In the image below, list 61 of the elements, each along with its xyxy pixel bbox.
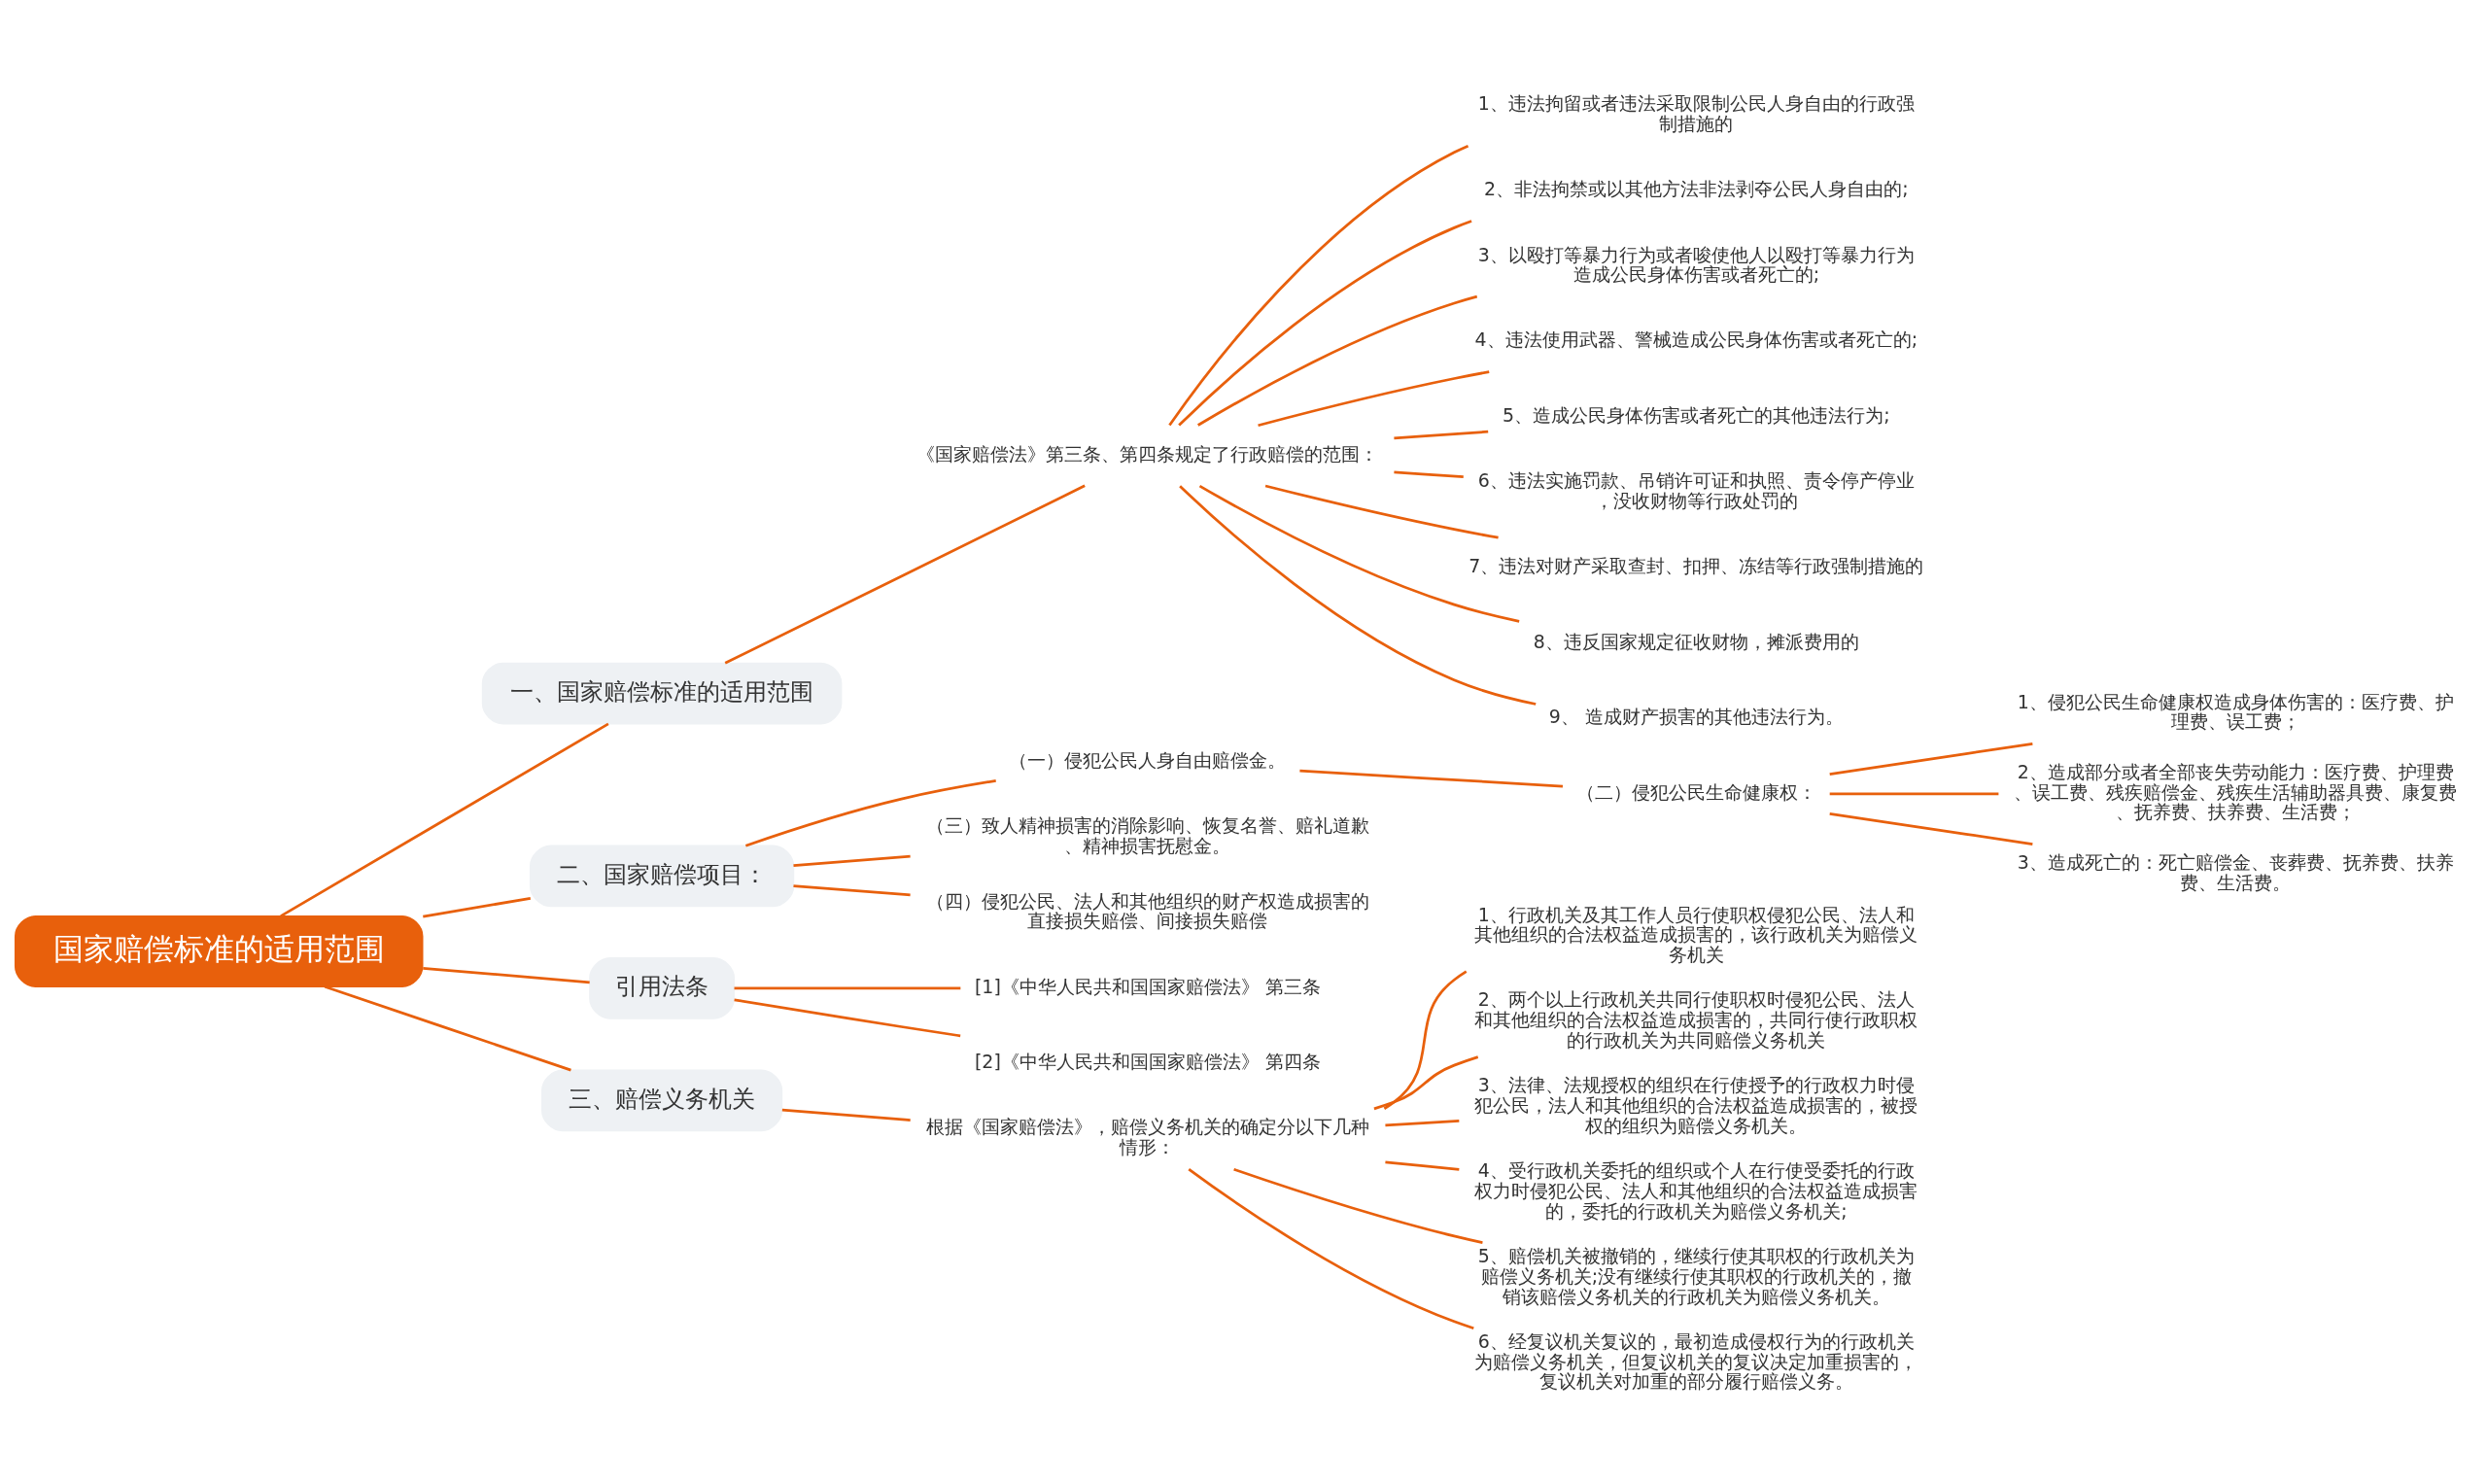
connector: [1198, 484, 1520, 623]
node-text: 9、 造成财产损害的其他违法行为。: [1548, 706, 1844, 728]
connector: [280, 722, 609, 917]
node-text: 根据《国家赔偿法》，赔偿义务机关的确定分以下几种情形：: [925, 1116, 1369, 1158]
connector: [1394, 430, 1489, 440]
connector: [1168, 144, 1469, 427]
node-text: （四）侵犯公民、法人和其他组织的财产权造成损害的直接损失赔偿、间接损失赔偿: [925, 889, 1369, 932]
node-text: 3、造成死亡的：死亡赔偿金、丧葬费、抚养费、扶养费、生活费。: [2017, 851, 2454, 893]
connector: [724, 484, 1086, 665]
node-box: 一、国家赔偿标准的适用范围: [481, 662, 843, 725]
node-text: 1、侵犯公民生命健康权造成身体伤害的：医疗费、护理费、误工费；: [2017, 690, 2454, 733]
node-text: 1、违法拘留或者违法采取限制公民人身自由的行政强制措施的: [1477, 92, 1915, 135]
connector: [1394, 470, 1464, 478]
node-text: （一）侵犯公民人身自由赔偿金。: [1009, 749, 1287, 772]
node-text: （二）侵犯公民生命健康权：: [1575, 780, 1816, 803]
connector: [1179, 485, 1537, 706]
connector: [1383, 970, 1468, 1110]
node-text: 2、造成部分或者全部丧失劳动能力：医疗费、护理费、误工费、残疾赔偿金、残疾生活辅助器具费、康复费、抚养费、扶养费、生活费；: [2014, 761, 2458, 823]
node-text: 2、两个以上行政机关共同行使职权时侵犯公民、法人和其他组织的合法权益造成损害的，共同行使行政职权的行政机关为共同赔偿义务机关: [1474, 988, 1918, 1051]
node-text: 8、违反国家规定征收财物，摊派费用的: [1533, 630, 1859, 652]
connector: [1829, 742, 2033, 776]
node-text: 6、违法实施罚款、吊销许可证和执照、责令停产停业，没收财物等行政处罚的: [1477, 469, 1915, 511]
connector: [793, 884, 911, 897]
node-text: 7、违法对财产采取查封、扣押、冻结等行政强制措施的: [1469, 555, 1924, 577]
node-text: 5、赔偿机关被撤销的，继续行使其职权的行政机关为赔偿义务机关;没有继续行使其职权的行政机关的，撤销该赔偿义务机关的行政机关为赔偿义务机关。: [1477, 1245, 1915, 1307]
node-box: 二、国家赔偿项目：: [529, 845, 795, 908]
node-text: 3、以殴打等暴力行为或者唆使他人以殴打等暴力行为造成公民身体伤害或者死亡的;: [1477, 243, 1915, 286]
connector: [1385, 1120, 1460, 1127]
connector: [1178, 220, 1472, 427]
connector: [1385, 1160, 1460, 1171]
connector: [793, 854, 911, 868]
connector: [1188, 1167, 1474, 1330]
connector: [1233, 1167, 1483, 1245]
node-text: 4、受行政机关委托的组织或个人在行使受委托的行政权力时侵犯公民、法人和其他组织的合法权益造成损害的，委托的行政机关为赔偿义务机关;: [1474, 1159, 1918, 1222]
connector: [1197, 294, 1478, 427]
connector: [744, 779, 996, 847]
connector: [734, 986, 961, 990]
node-text: [1]《中华人民共和国国家赔偿法》 第三条: [974, 975, 1321, 997]
node-text: 1、行政机关及其工作人员行使职权侵犯公民、法人和其他组织的合法权益造成损害的，该行政机关为赔偿义务机关: [1474, 903, 1918, 965]
connector: [1264, 484, 1499, 539]
connector: [324, 984, 571, 1072]
connector: [734, 998, 961, 1038]
node-box: 三、赔偿义务机关: [541, 1069, 783, 1132]
node-text: 3、法律、法规授权的组织在行使授予的行政权力时侵犯公民，法人和其他组织的合法权益造成损害的，被授权的组织为赔偿义务机关。: [1474, 1074, 1918, 1136]
connector: [1373, 1055, 1479, 1111]
node-text: （三）致人精神损害的消除影响、恢复名誉、赔礼道歉、精神损害抚慰金。: [925, 814, 1369, 856]
connector: [1829, 811, 2033, 846]
connector: [423, 896, 532, 918]
node-text: 5、造成公民身体伤害或者死亡的其他违法行为;: [1503, 403, 1890, 426]
node-box: 引用法条: [589, 956, 736, 1019]
node-text: 《国家赔偿法》第三条、第四条规定了行政赔偿的范围：: [916, 442, 1379, 465]
connector: [1258, 370, 1490, 428]
node-text: 6、经复议机关复议的，最初造成侵权行为的行政机关为赔偿义务机关，但复议机关的复议决定加重损害的，复议机关对加重的部分履行赔偿义务。: [1474, 1330, 1918, 1393]
node-text: 4、违法使用武器、警械造成公民身体伤害或者死亡的;: [1474, 328, 1918, 351]
connector: [1299, 769, 1564, 788]
connector: [1829, 792, 1999, 796]
connector: [423, 967, 590, 984]
node-text: [2]《中华人民共和国国家赔偿法》 第四条: [974, 1051, 1321, 1073]
node-text: 2、非法拘禁或以其他方法非法剥夺公民人身自由的;: [1484, 178, 1909, 200]
node-box: 国家赔偿标准的适用范围: [14, 915, 424, 987]
connector: [781, 1108, 911, 1122]
